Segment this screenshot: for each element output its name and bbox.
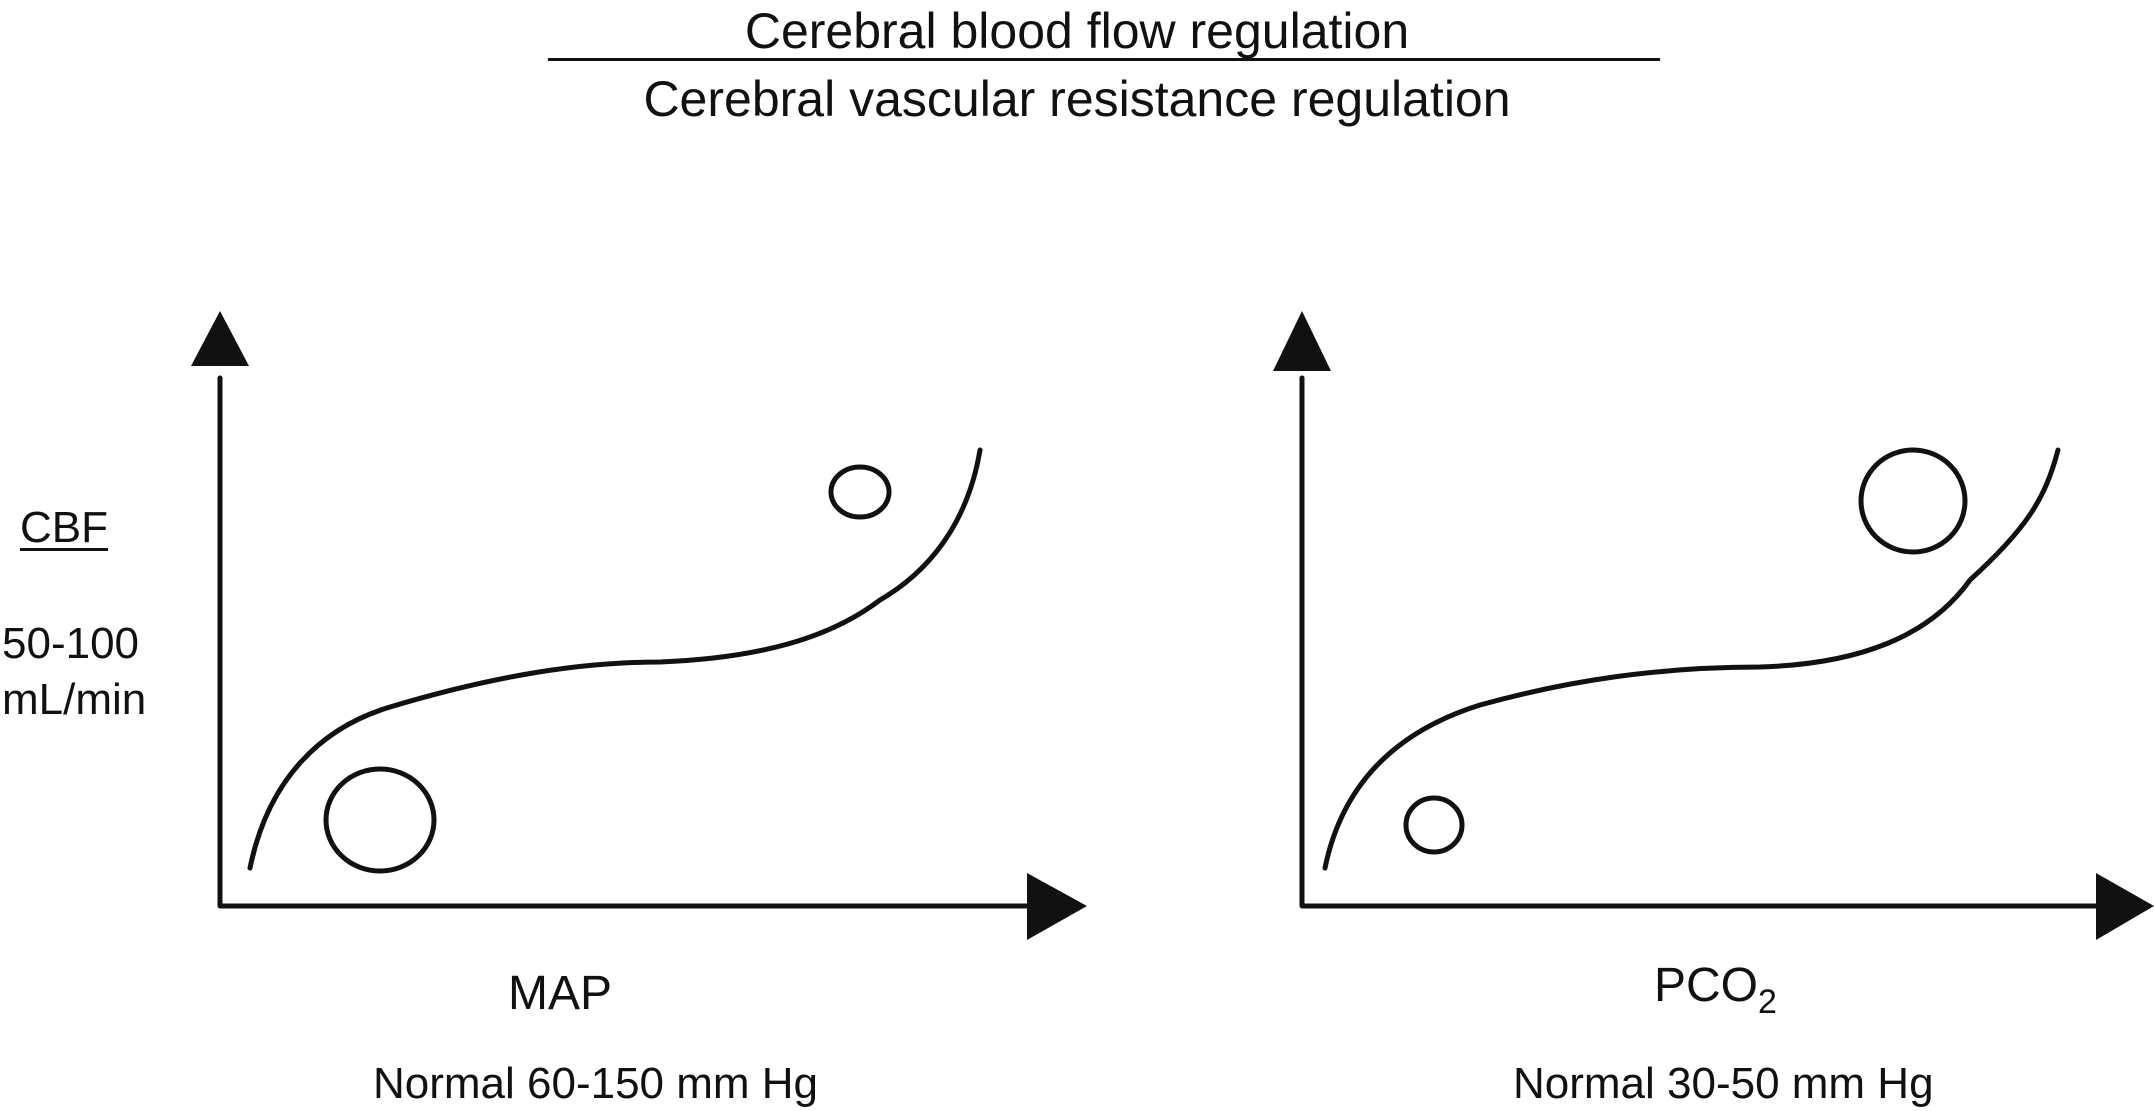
left-x-arrowhead (1027, 873, 1087, 940)
left-large-circle-low (323, 766, 437, 874)
y-axis-label-cbf: CBF (20, 503, 108, 552)
right-graph-axes (1299, 375, 2101, 909)
pco2-main-text: PCO (1654, 959, 1759, 1012)
pco2-subscript: 2 (1758, 983, 1777, 1021)
left-x-axis-label-map: MAP (508, 967, 613, 1020)
y-axis-unit: mL/min (2, 675, 147, 724)
left-autoregulation-curve (247, 447, 983, 871)
right-x-axis-label-pco2: PCO2 (1654, 959, 1777, 1020)
y-axis-range: 50-100 (2, 619, 140, 668)
fraction-bar (548, 58, 1660, 61)
left-small-circle-high (828, 464, 892, 520)
right-normal-range: Normal 30-50 mm Hg (1513, 1059, 1934, 1108)
right-y-arrowhead (1273, 311, 1331, 371)
left-graph-axes (217, 375, 1033, 909)
right-x-arrowhead (2096, 873, 2154, 940)
right-large-circle-high (1858, 447, 1968, 555)
right-graph (1273, 311, 2154, 940)
left-normal-range: Normal 60-150 mm Hg (373, 1059, 819, 1108)
right-autoregulation-curve (1322, 447, 2061, 871)
left-graph (191, 311, 1087, 940)
right-small-circle-low (1403, 795, 1465, 855)
title-cerebral-vascular-resistance-regulation: Cerebral vascular resistance regulation (643, 71, 1511, 127)
left-y-arrowhead (191, 311, 249, 366)
title-cerebral-blood-flow-regulation: Cerebral blood flow regulation (744, 3, 1410, 59)
